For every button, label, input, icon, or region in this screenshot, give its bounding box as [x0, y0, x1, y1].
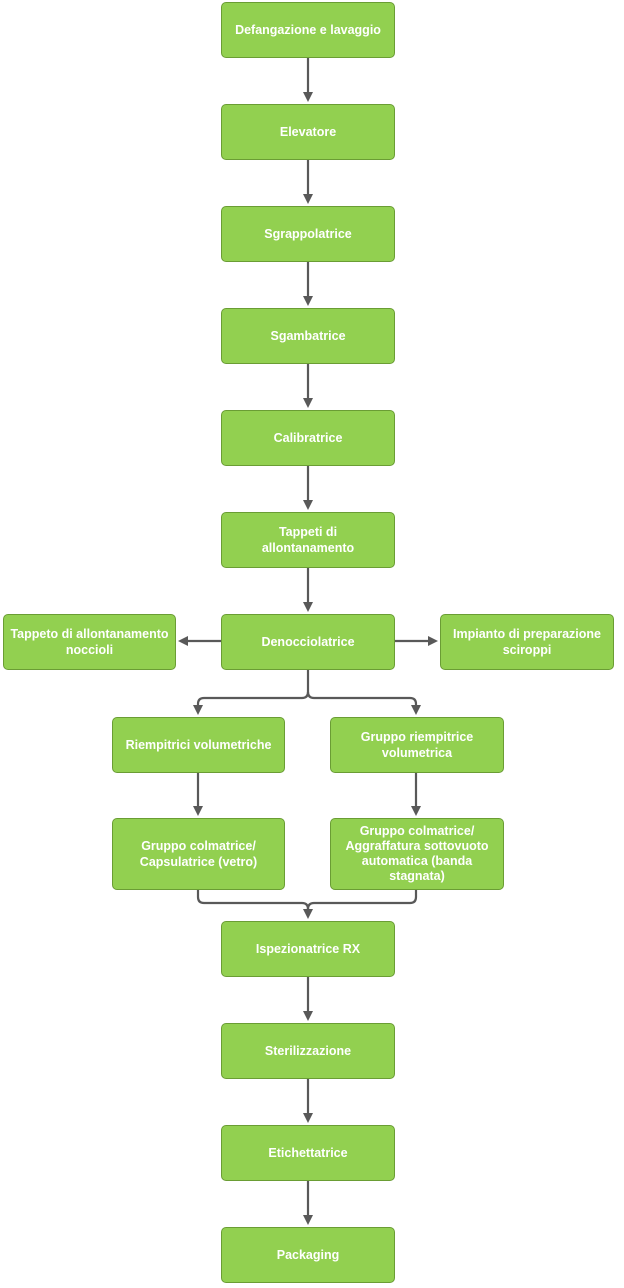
node-riempitrici[interactable]: Riempitrici volumetriche [112, 717, 285, 773]
node-sgrappolatrice[interactable]: Sgrappolatrice [221, 206, 395, 262]
node-impianto-sciroppi-label: Impianto di preparazione sciroppi [453, 627, 601, 657]
node-ispezionatrice[interactable]: Ispezionatrice RX [221, 921, 395, 977]
node-packaging[interactable]: Packaging [221, 1227, 395, 1283]
node-tappeto-noccioli-label: Tappeto di allontanamento noccioli [10, 627, 169, 657]
node-impianto-sciroppi[interactable]: Impianto di preparazione sciroppi [440, 614, 614, 670]
node-tappeti-label: Tappeti di allontanamento [261, 525, 355, 555]
node-etichettatrice[interactable]: Etichettatrice [221, 1125, 395, 1181]
node-colmatrice-vetro-label: Gruppo colmatrice/ Capsulatrice (vetro) [139, 839, 258, 869]
node-calibratrice-label: Calibratrice [273, 431, 343, 445]
node-defangazione-label: Defangazione e lavaggio [235, 23, 381, 37]
node-defangazione[interactable]: Defangazione e lavaggio [221, 2, 395, 58]
node-riempitrici-label: Riempitrici volumetriche [125, 738, 272, 752]
arrow-denocciolatrice-riempitrici [193, 670, 310, 715]
node-sgambatrice-label: Sgambatrice [270, 329, 346, 343]
node-gruppo-riempitrice[interactable]: Gruppo riempitrice volumetrica [330, 717, 504, 773]
arrow-colmatrice-vetro-ispezionatrice [196, 890, 313, 919]
node-tappeti[interactable]: Tappeti di allontanamento [221, 512, 395, 568]
arrow-colmatrice-banda-ispezionatrice [306, 890, 418, 910]
node-gruppo-riempitrice-label: Gruppo riempitrice volumetrica [360, 730, 474, 760]
node-sterilizzazione[interactable]: Sterilizzazione [221, 1023, 395, 1079]
node-colmatrice-vetro[interactable]: Gruppo colmatrice/ Capsulatrice (vetro) [112, 818, 285, 890]
node-tappeto-noccioli[interactable]: Tappeto di allontanamento noccioli [3, 614, 176, 670]
node-elevatore[interactable]: Elevatore [221, 104, 395, 160]
node-colmatrice-banda[interactable]: Gruppo colmatrice/ Aggraffatura sottovuo… [330, 818, 504, 890]
node-ispezionatrice-label: Ispezionatrice RX [255, 942, 361, 956]
node-sgrappolatrice-label: Sgrappolatrice [264, 227, 352, 241]
node-calibratrice[interactable]: Calibratrice [221, 410, 395, 466]
arrow-denocciolatrice-gruppo-riempitrice [306, 691, 421, 715]
node-packaging-label: Packaging [276, 1248, 340, 1262]
node-denocciolatrice-label: Denocciolatrice [261, 635, 355, 649]
node-etichettatrice-label: Etichettatrice [268, 1146, 348, 1160]
node-sterilizzazione-label: Sterilizzazione [264, 1044, 352, 1058]
node-elevatore-label: Elevatore [279, 125, 337, 139]
node-colmatrice-banda-label: Gruppo colmatrice/ Aggraffatura sottovuo… [345, 824, 489, 883]
node-sgambatrice[interactable]: Sgambatrice [221, 308, 395, 364]
node-denocciolatrice[interactable]: Denocciolatrice [221, 614, 395, 670]
